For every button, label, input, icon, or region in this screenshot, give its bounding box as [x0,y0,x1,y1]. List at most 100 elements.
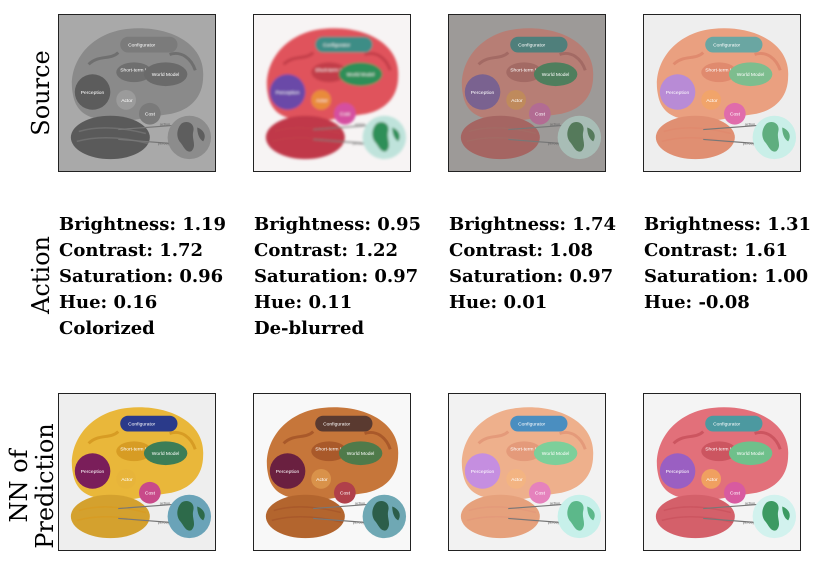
svg-text:World Model: World Model [542,451,570,457]
actor-circle [506,469,527,489]
svg-text:World Model: World Model [152,72,180,78]
configurator-box [705,36,763,53]
action-extra: Colorized [59,318,155,339]
configurator-box [315,36,373,53]
svg-text:Configurator: Configurator [323,43,350,49]
svg-text:Cost: Cost [145,112,156,118]
action-block-2: Brightness: 0.95 Contrast: 1.22 Saturati… [254,212,421,342]
world-model-box [338,62,383,87]
svg-text:action: action [745,501,756,506]
cost-circle [333,102,356,125]
action-extra: De-blurred [254,318,365,339]
action-block-3: Brightness: 1.74 Contrast: 1.08 Saturati… [449,212,616,316]
source-image-1: Configurator Short-term Memory World Mod… [58,14,216,172]
svg-text:action: action [550,122,561,127]
svg-text:action: action [550,501,561,506]
nn-image-4: Configurator Short-term Memory World Mod… [643,393,801,551]
svg-text:action: action [745,122,756,127]
action-block-4: Brightness: 1.31 Contrast: 1.61 Saturati… [644,212,811,316]
svg-text:Actor: Actor [121,477,133,483]
svg-text:Short-term Memory: Short-term Memory [705,67,748,73]
configurator-box [705,415,763,432]
svg-text:Configurator: Configurator [128,422,155,428]
world-model-box [728,441,773,466]
svg-text:Short-term Memory: Short-term Memory [120,67,163,73]
source-image-3: Configurator Short-term Memory World Mod… [448,14,606,172]
actor-circle [116,90,137,110]
world-model-box [533,62,578,87]
actor-circle [701,90,722,110]
svg-text:Configurator: Configurator [518,43,545,49]
row-label-source: Source [27,50,55,136]
perception-circle [269,453,306,489]
svg-text:World Model: World Model [737,72,765,78]
svg-text:World Model: World Model [347,451,375,457]
perception-circle [74,74,111,110]
perception-circle [659,74,696,110]
perception-circle [464,74,501,110]
svg-text:Perception: Perception [81,90,105,96]
action-contrast: Contrast: 1.61 [644,240,789,261]
svg-text:Actor: Actor [706,477,718,483]
memory-box [506,441,542,462]
action-brightness: Brightness: 0.95 [254,214,422,235]
cost-circle [333,481,356,504]
svg-text:Configurator: Configurator [518,422,545,428]
perception-circle [659,453,696,489]
actor-circle [506,90,527,110]
svg-text:Cost: Cost [730,491,741,497]
actor-circle [311,469,332,489]
svg-text:percept: percept [353,519,367,524]
svg-text:Cost: Cost [340,112,351,118]
world-model-box [143,62,188,87]
memory-box [311,441,347,462]
row-label-nn-line2: Prediction [31,423,59,549]
action-block-1: Brightness: 1.19 Contrast: 1.72 Saturati… [59,212,226,342]
svg-text:Perception: Perception [276,90,300,96]
cost-circle [138,102,161,125]
perception-circle [269,74,306,110]
svg-text:Actor: Actor [706,98,718,104]
svg-text:Short-term Memory: Short-term Memory [510,67,553,73]
svg-text:percept: percept [743,519,757,524]
row-label-nn-line1: NN of [5,449,33,523]
actor-circle [701,469,722,489]
action-saturation: Saturation: 1.00 [644,266,809,287]
memory-box [701,62,737,83]
svg-text:Perception: Perception [81,469,105,475]
action-brightness: Brightness: 1.74 [449,214,617,235]
row-label-nn-of-prediction: NN of Prediction [5,421,59,551]
action-brightness: Brightness: 1.19 [59,214,227,235]
svg-text:Configurator: Configurator [323,422,350,428]
world-model-box [338,441,383,466]
svg-text:World Model: World Model [542,72,570,78]
svg-text:Perception: Perception [666,469,690,475]
configurator-box [315,415,373,432]
cost-circle [528,481,551,504]
memory-box [116,62,152,83]
svg-text:Configurator: Configurator [713,422,740,428]
svg-text:Configurator: Configurator [128,43,155,49]
svg-text:Short-term Memory: Short-term Memory [315,67,358,73]
action-contrast: Contrast: 1.08 [449,240,594,261]
svg-text:World Model: World Model [737,451,765,457]
svg-text:Actor: Actor [316,477,328,483]
svg-text:Short-term Memory: Short-term Memory [120,446,163,452]
action-contrast: Contrast: 1.72 [59,240,204,261]
svg-text:Perception: Perception [471,469,495,475]
svg-text:percept: percept [158,140,172,145]
perception-circle [74,453,111,489]
svg-text:Perception: Perception [471,90,495,96]
svg-text:Actor: Actor [511,477,523,483]
memory-box [701,441,737,462]
svg-text:percept: percept [158,519,172,524]
svg-text:Actor: Actor [511,98,523,104]
nn-image-1: Configurator Short-term Memory World Mod… [58,393,216,551]
svg-text:Cost: Cost [535,491,546,497]
svg-text:World Model: World Model [347,72,375,78]
svg-text:Actor: Actor [316,98,328,104]
configurator-box [120,36,178,53]
nn-image-2: Configurator Short-term Memory World Mod… [253,393,411,551]
svg-text:Short-term Memory: Short-term Memory [705,446,748,452]
svg-text:World Model: World Model [152,451,180,457]
